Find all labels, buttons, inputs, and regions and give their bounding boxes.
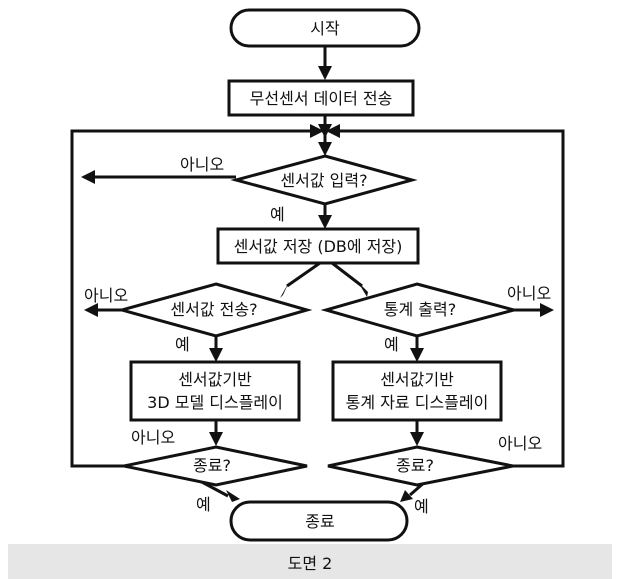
send-check-label: 센서값 전송? — [170, 300, 257, 319]
arrowhead-split-right — [358, 282, 368, 297]
send-check-no-label: 아니오 — [84, 286, 128, 305]
end-check-left-yes-label: 예 — [196, 495, 211, 514]
arrowhead-right-end-yes — [400, 490, 413, 502]
input-check-diamond — [230, 154, 418, 206]
arrowhead-to-left-end-check — [209, 432, 223, 446]
end-check-left-label: 종료? — [193, 456, 231, 475]
arrowhead-input-no-left — [81, 170, 95, 184]
figure-caption: 도면 2 — [287, 553, 333, 573]
end-label: 종료 — [305, 512, 334, 531]
flowchart: 시작 무선센서 데이터 전송 센서값 입력? 센서값 저장 (DB에 저장) 센… — [70, 8, 565, 542]
stats-check-diamond — [320, 282, 520, 338]
arrowhead-split-left — [280, 282, 289, 298]
arrowhead-left-end-yes — [226, 490, 240, 502]
arrowheads — [81, 66, 554, 502]
stats-check-label: 통계 출력? — [384, 300, 456, 319]
arrowhead-merge-down — [318, 124, 332, 138]
input-check-yes-label: 예 — [270, 205, 285, 224]
display-stats-box — [331, 360, 503, 422]
display-3d-label-line1: 센서값기반 — [178, 370, 252, 389]
end-check-right-yes-label: 예 — [414, 497, 429, 516]
arrowhead-send-no-left — [84, 303, 98, 317]
store-box — [216, 227, 420, 265]
arrowhead-stats-no-right — [540, 303, 554, 317]
arrowhead-to-input-check — [318, 142, 332, 156]
start-terminal — [229, 8, 421, 48]
end-check-left-no-label: 아니오 — [131, 428, 175, 447]
arrowhead-to-right-end-check — [410, 432, 424, 446]
send-check-yes-label: 예 — [175, 335, 190, 354]
end-check-right-label: 종료? — [396, 456, 434, 475]
end-terminal — [229, 500, 409, 542]
stats-check-yes-label: 예 — [384, 335, 399, 354]
end-check-right-no-label: 아니오 — [498, 434, 542, 453]
send-check-diamond — [116, 282, 313, 338]
end-check-left-diamond — [123, 445, 308, 487]
display-stats-label-line2: 통계 자료 디스플레이 — [346, 393, 489, 412]
transmit-data-box — [227, 79, 415, 117]
arrowhead-to-display-stats — [410, 348, 424, 362]
start-label: 시작 — [310, 19, 340, 38]
connector-right-loop-back — [340, 129, 565, 468]
caption-bar: 도면 2 — [8, 544, 612, 579]
arrowhead-right-loop-in — [326, 124, 340, 138]
connector-left-loop-back — [70, 129, 310, 468]
store-label: 센서값 저장 (DB에 저장) — [234, 237, 403, 256]
end-check-right-diamond — [327, 445, 514, 487]
display-3d-label-line2: 3D 모델 디스플레이 — [147, 393, 283, 412]
arrowhead-left-loop-in — [310, 124, 324, 138]
arrowhead-to-store — [318, 215, 332, 229]
input-check-label: 센서값 입력? — [280, 171, 367, 190]
stats-check-no-label: 아니오 — [507, 284, 551, 303]
arrowhead-to-transmit — [318, 66, 332, 80]
connectors — [70, 46, 565, 498]
transmit-data-label: 무선센서 데이터 전송 — [250, 89, 393, 108]
display-3d-box — [129, 360, 301, 422]
connector-store-split-left — [286, 261, 321, 288]
display-stats-label-line1: 센서값기반 — [380, 370, 454, 389]
arrowhead-to-display-3d — [209, 348, 223, 362]
connector-store-split-right — [331, 261, 363, 288]
input-check-no-label: 아니오 — [180, 155, 224, 174]
